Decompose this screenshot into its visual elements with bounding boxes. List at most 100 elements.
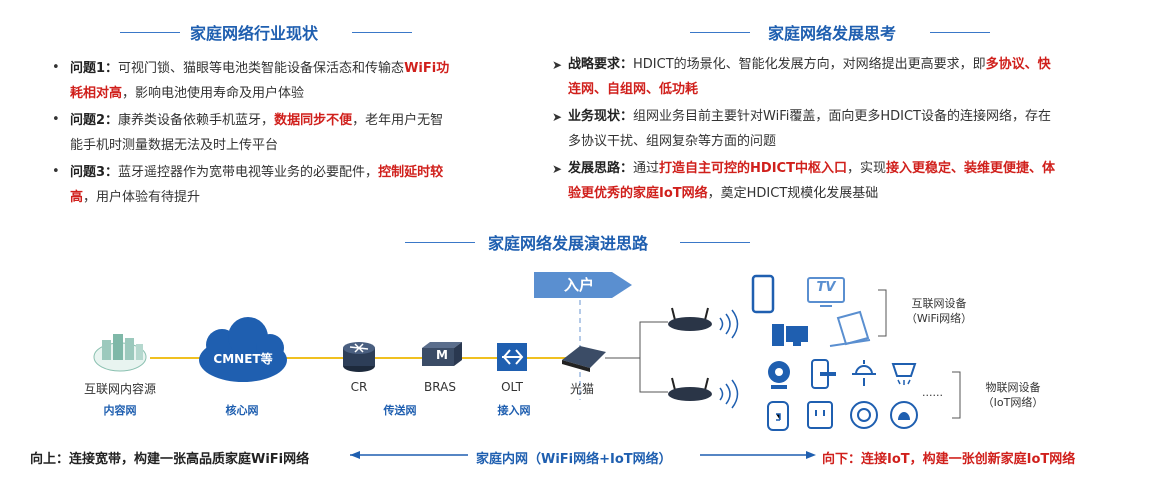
diagram-title: 家庭网络发展演进思路 — [488, 234, 649, 253]
body-text: 组网业务目前主要针对WiFi覆盖，面向更多HDICT设备的连接网络，存在 — [633, 109, 1051, 124]
left_section-marker: • — [52, 60, 60, 75]
item-line: 问题1：可视门锁、猫眼等电池类智能设备保活态和传输态WiFi功 — [70, 56, 449, 81]
item-key: 问题1： — [70, 61, 119, 76]
highlight-text: WiFi功 — [404, 61, 450, 76]
title-line-right-a — [690, 32, 750, 33]
body-text: ，奠定HDICT规模化发展基础 — [707, 186, 879, 201]
right_section-item: 发展思路：通过打造自主可控的HDICT中枢入口，实现接入更稳定、装维更便捷、体验… — [568, 156, 1055, 206]
bras-icon — [422, 342, 462, 366]
left_section-marker: • — [52, 164, 60, 179]
item-line: 战略要求：HDICT的场景化、智能化发展方向，对网络提出更高要求，即多协议、快 — [568, 52, 1051, 77]
item-line: 连网、自组网、低功耗 — [568, 77, 1051, 102]
right-arrow-head — [806, 451, 816, 459]
internet-devices-line2: （WiFi网络） — [905, 312, 973, 325]
internet-devices-bracket — [878, 289, 887, 337]
item-line: 发展思路：通过打造自主可控的HDICT中枢入口，实现接入更稳定、装维更便捷、体 — [568, 156, 1055, 181]
branch-to-router-bottom — [639, 358, 668, 393]
title-line-left-a — [120, 32, 180, 33]
item-key: 战略要求： — [568, 57, 634, 72]
item-line: 问题3：蓝牙遥控器作为宽带电视等业务的必要配件，控制延时较 — [70, 160, 443, 185]
doorbell-icon — [890, 401, 918, 429]
entry-banner-shape — [534, 272, 632, 298]
item-key: 发展思路： — [568, 161, 634, 176]
highlight-text: 接入更稳定、装维更便捷、体 — [885, 161, 1055, 176]
cr-router-icon — [343, 342, 375, 372]
content-source-building-icon — [93, 334, 147, 372]
right_section-marker: ➤ — [552, 58, 563, 72]
body-text: ，影响电池使用寿命及用户体验 — [122, 86, 305, 101]
body-text: 多协议干扰、组网复杂等方面的问题 — [568, 134, 777, 149]
item-key: 问题3： — [70, 165, 119, 180]
title-line-right-b — [930, 32, 990, 33]
item-key: 问题2： — [70, 113, 119, 128]
olt-label: OLT — [501, 380, 523, 394]
iot-devices-line2: （IoT网络） — [982, 396, 1044, 409]
branch-to-router-top — [605, 321, 668, 359]
title-line-diagram-a — [405, 242, 475, 243]
ceiling-light-icon — [852, 360, 876, 386]
item-line: 耗相对高，影响电池使用寿命及用户体验 — [70, 81, 449, 106]
onu-icon — [562, 346, 606, 372]
left_section-marker: • — [52, 112, 60, 127]
left_section-item: 问题2：康养类设备依赖手机蓝牙，数据同步不便，老年用户无智能手机时测量数据无法及… — [70, 108, 443, 158]
wifi-router-bottom-icon — [668, 377, 739, 409]
highlight-text: 打造自主可控的HDICT中枢入口 — [659, 161, 847, 176]
item-line: 业务现状：组网业务目前主要针对WiFi覆盖，面向更多HDICT设备的连接网络，存… — [568, 104, 1051, 129]
entry-label: 入户 — [563, 276, 594, 294]
highlight-text: 高 — [70, 190, 84, 205]
bottom-right-text: 向下：连接IoT，构建一张创新家庭IoT网络 — [822, 452, 1076, 467]
core-net-label: 核心网 — [225, 404, 259, 417]
right_section-item: 业务现状：组网业务目前主要针对WiFi覆盖，面向更多HDICT设备的连接网络，存… — [568, 104, 1051, 154]
title-line-left-b — [352, 32, 412, 33]
smart-switch-icon — [850, 401, 878, 429]
highlight-text: 多协议、快 — [985, 57, 1051, 72]
laptop-icon — [829, 310, 871, 347]
left-arrow-head — [350, 451, 360, 459]
highlight-text: 数据同步不便 — [274, 113, 353, 128]
body-text: 康养类设备依赖手机蓝牙， — [118, 113, 275, 128]
highlight-text: 连网、自组网、低功耗 — [568, 82, 699, 97]
smart-lock-icon — [811, 359, 836, 389]
access-net-label: 接入网 — [497, 404, 531, 417]
item-line: 多协议干扰、组网复杂等方面的问题 — [568, 129, 1051, 154]
highlight-text: 验更优秀的家庭IoT网络 — [568, 186, 708, 201]
cmnet-label: CMNET等 — [213, 352, 273, 366]
body-text: HDICT的场景化、智能化发展方向，对网络提出更高要求，即 — [633, 57, 986, 72]
iot-devices-line1: 物联网设备 — [985, 381, 1041, 394]
cmnet-cloud-icon — [199, 317, 287, 382]
iot-ellipsis: ...... — [922, 386, 943, 399]
body-text: 通过 — [633, 161, 660, 176]
body-text: ，用户体验有待提升 — [83, 190, 201, 205]
body-text: ，实现 — [846, 161, 886, 176]
olt-icon — [497, 343, 527, 371]
left_section-item: 问题3：蓝牙遥控器作为宽带电视等业务的必要配件，控制延时较高，用户体验有待提升 — [70, 160, 443, 210]
body-text: ，老年用户无智 — [352, 113, 444, 128]
content-net-label: 内容网 — [103, 404, 137, 417]
phone-icon — [751, 274, 775, 314]
item-line: 能手机时测量数据无法及时上传平台 — [70, 133, 443, 158]
right_section-item: 战略要求：HDICT的场景化、智能化发展方向，对网络提出更高要求，即多协议、快连… — [568, 52, 1051, 102]
title-line-diagram-b — [680, 242, 750, 243]
desktop-computer-icon — [772, 324, 808, 346]
camera-icon — [768, 361, 790, 389]
left-section-title: 家庭网络行业现状 — [190, 24, 319, 43]
tv-text: TV — [816, 280, 836, 295]
cr-label: CR — [350, 380, 368, 394]
item-line: 高，用户体验有待提升 — [70, 185, 443, 210]
bras-letter: M — [436, 348, 448, 362]
onu-label: 光猫 — [569, 382, 594, 396]
smart-speaker-icon — [767, 401, 789, 431]
body-text: 蓝牙遥控器作为宽带电视等业务的必要配件， — [118, 165, 379, 180]
highlight-text: 控制延时较 — [378, 165, 444, 180]
item-key: 业务现状： — [568, 109, 634, 124]
transport-net-label: 传送网 — [383, 404, 417, 417]
item-line: 问题2：康养类设备依赖手机蓝牙，数据同步不便，老年用户无智 — [70, 108, 443, 133]
body-text: 能手机时测量数据无法及时上传平台 — [70, 138, 279, 153]
smoke-sensor-icon — [891, 363, 917, 385]
item-line: 验更优秀的家庭IoT网络，奠定HDICT规模化发展基础 — [568, 181, 1055, 206]
smart-socket-icon — [807, 401, 833, 429]
highlight-text: 耗相对高 — [70, 86, 123, 101]
iot-devices-bracket — [952, 371, 961, 419]
internet-devices-line1: 互联网设备 — [911, 297, 967, 310]
